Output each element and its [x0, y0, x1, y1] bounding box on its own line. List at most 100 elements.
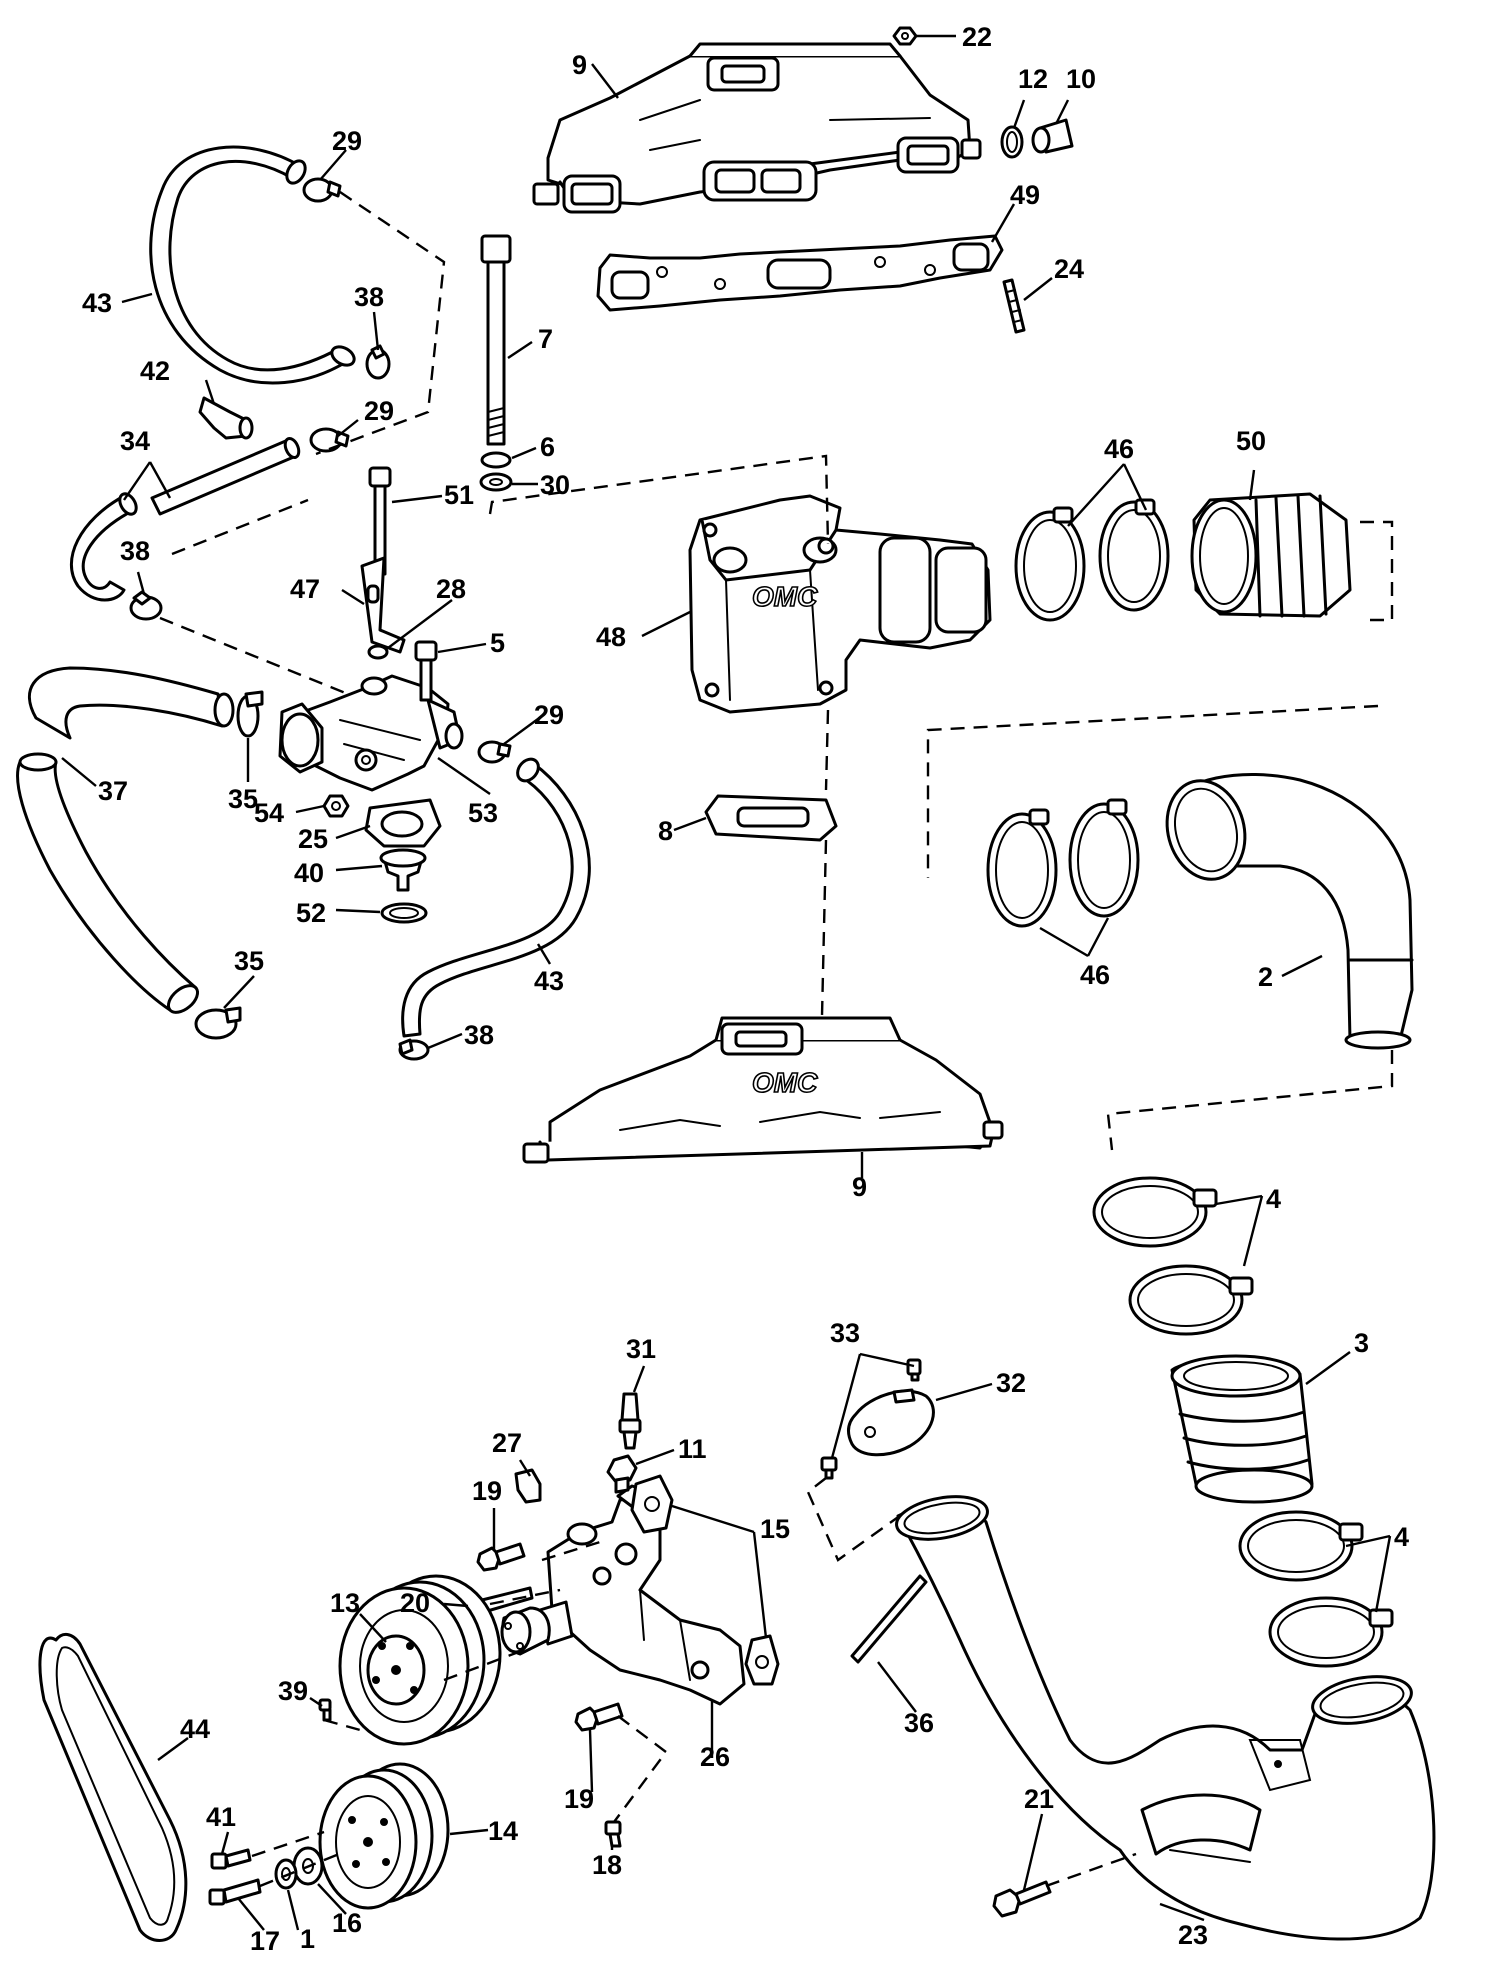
callout-42: 42 — [140, 356, 170, 386]
callout-43: 43 — [534, 966, 564, 996]
leader-lines — [61, 34, 1392, 1931]
callout-29: 29 — [364, 396, 394, 426]
stud-24 — [1002, 278, 1026, 334]
thermostat-40 — [379, 848, 427, 892]
hose-clamp-4-b — [1128, 1264, 1254, 1336]
bolt-17 — [208, 1878, 262, 1906]
hose-clamp-46-upper-b — [1098, 498, 1170, 612]
callout-51: 51 — [444, 480, 474, 510]
callout-14: 14 — [488, 1816, 518, 1846]
hose-clamp-29-right — [477, 740, 512, 764]
callout-38: 38 — [464, 1020, 494, 1050]
o-ring-52 — [380, 902, 428, 924]
callout-39: 39 — [278, 1676, 308, 1706]
hose-clamp-46-upper-a — [1014, 506, 1086, 622]
callout-15: 15 — [760, 1514, 790, 1544]
callout-5: 5 — [490, 628, 505, 658]
screw-33-a — [906, 1358, 922, 1382]
drive-belt-44 — [38, 1633, 188, 1942]
exhaust-elbow-pipe-2 — [1165, 773, 1414, 1050]
screw-39 — [318, 1698, 332, 1722]
washer-1 — [274, 1858, 298, 1890]
callout-17: 17 — [250, 1926, 280, 1956]
washer-30 — [479, 472, 513, 492]
nut-22 — [892, 26, 918, 46]
callout-43: 43 — [82, 288, 112, 318]
hose-clamp-46-lower-a — [986, 808, 1058, 928]
exhaust-bellows-50 — [1190, 492, 1352, 618]
callout-38: 38 — [354, 282, 384, 312]
callout-30: 30 — [540, 470, 570, 500]
callout-4: 4 — [1266, 1184, 1281, 1214]
omc-logo-elbow: OMC — [752, 581, 818, 612]
exhaust-pipe-23 — [895, 1495, 1436, 1941]
screw-33-b — [820, 1456, 838, 1480]
hose-clamp-35-upper — [236, 690, 264, 738]
callout-25: 25 — [298, 824, 328, 854]
hose-clamp-35-lower — [194, 1006, 242, 1040]
callout-32: 32 — [996, 1368, 1026, 1398]
omc-logo-manifold: OMC — [752, 1067, 818, 1098]
access-cover-32 — [847, 1388, 935, 1457]
hose-clamp-4-d — [1268, 1596, 1394, 1668]
exhaust-manifold-bottom: OMC — [522, 1016, 1004, 1164]
callout-31: 31 — [626, 1334, 656, 1364]
callout-18: 18 — [592, 1850, 622, 1880]
hose-clamp-38-bottom — [398, 1038, 430, 1061]
assembly-dashed-lines — [159, 191, 1394, 1888]
callout-2: 2 — [1258, 962, 1273, 992]
callout-1: 1 — [300, 1924, 315, 1954]
thermostat-housing-53 — [278, 674, 464, 792]
callout-24: 24 — [1054, 254, 1084, 284]
drain-rod-36 — [850, 1574, 928, 1664]
callout-3: 3 — [1354, 1328, 1369, 1358]
callout-44: 44 — [180, 1714, 210, 1744]
callout-7: 7 — [538, 324, 553, 354]
callout-11: 11 — [678, 1434, 707, 1464]
bolt-41 — [210, 1848, 252, 1870]
callout-23: 23 — [1178, 1920, 1208, 1950]
hose-34 — [69, 437, 301, 602]
callout-49: 49 — [1010, 180, 1040, 210]
callout-38: 38 — [120, 536, 150, 566]
callout-13: 13 — [330, 1588, 360, 1618]
callout-33: 33 — [830, 1318, 860, 1348]
water-pump-26 — [500, 1484, 746, 1706]
callout-40: 40 — [294, 858, 324, 888]
long-bolt-7 — [480, 234, 512, 446]
hose-clamp-4-a — [1092, 1176, 1218, 1248]
hose-clamp-38-left — [129, 590, 163, 621]
clamp-12 — [1000, 125, 1024, 159]
callout-9: 9 — [572, 50, 587, 80]
callout-22: 22 — [962, 22, 992, 52]
callout-6: 6 — [540, 432, 555, 462]
bolt-21 — [992, 1880, 1052, 1918]
washer-28 — [367, 644, 389, 660]
callout-50: 50 — [1236, 426, 1266, 456]
callout-20: 20 — [400, 1588, 430, 1618]
bolt-18 — [604, 1820, 622, 1848]
exhaust-manifold-top — [532, 42, 982, 214]
hose-37 — [16, 666, 235, 1014]
callout-36: 36 — [904, 1708, 934, 1738]
fitting-27 — [514, 1468, 542, 1504]
plug-11 — [606, 1454, 638, 1494]
hose-clamp-46-lower-b — [1068, 798, 1140, 918]
bolt-5 — [414, 640, 438, 702]
callout-52: 52 — [296, 898, 326, 928]
callout-48: 48 — [596, 622, 626, 652]
sleeve-10 — [1031, 118, 1074, 154]
callout-37: 37 — [98, 776, 128, 806]
callout-19: 19 — [472, 1476, 502, 1506]
callout-16: 16 — [332, 1908, 362, 1938]
callout-47: 47 — [290, 574, 320, 604]
callout-35: 35 — [234, 946, 264, 976]
lockwasher-6 — [480, 451, 512, 469]
gasket-15-bottom — [744, 1634, 780, 1686]
callout-27: 27 — [492, 1428, 522, 1458]
gasket-15-top — [630, 1474, 674, 1534]
bolt-19-lower — [574, 1702, 624, 1732]
hose-fitting-42 — [198, 396, 254, 440]
callout-10: 10 — [1066, 64, 1096, 94]
callout-21: 21 — [1024, 1784, 1054, 1814]
